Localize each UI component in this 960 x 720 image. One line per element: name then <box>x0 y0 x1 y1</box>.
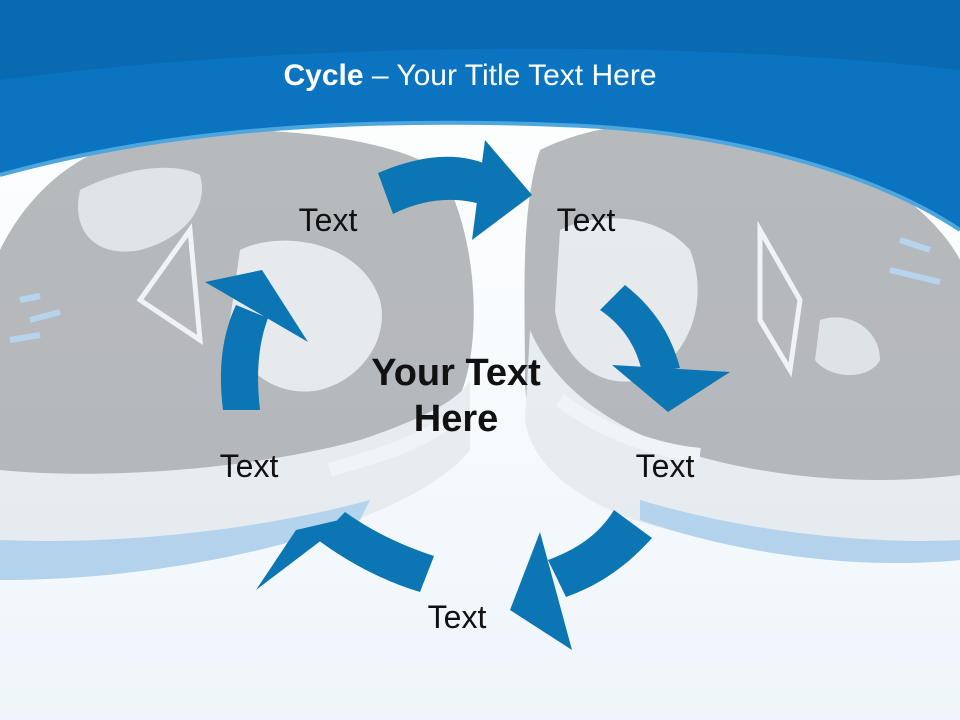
cycle-label-top-right: Text <box>556 202 616 238</box>
sneakers-photo <box>0 121 960 580</box>
center-text: Your Text Here <box>326 350 586 442</box>
arrow-bottom-right <box>510 510 652 650</box>
cycle-label-top-left: Text <box>298 202 358 238</box>
header-shade <box>0 0 960 80</box>
arrow-right <box>600 285 730 412</box>
cycle-label-right: Text <box>635 448 695 484</box>
cycle-label-bottom: Text <box>427 599 487 635</box>
title-rest: – Your Title Text Here <box>363 59 657 92</box>
arrow-left <box>205 270 308 410</box>
center-text-line1: Your Text <box>371 352 541 394</box>
cycle-arrows-icon <box>205 140 730 650</box>
title-bold: Cycle <box>283 59 364 92</box>
cycle-label-left: Text <box>219 448 279 484</box>
header-band <box>0 0 960 230</box>
slide-title: Cycle – Your Title Text Here <box>0 56 940 96</box>
arrow-bottom-left <box>256 512 434 592</box>
header-edge-highlight <box>0 120 960 232</box>
arrow-top <box>378 140 532 240</box>
center-text-line2: Here <box>413 398 499 440</box>
